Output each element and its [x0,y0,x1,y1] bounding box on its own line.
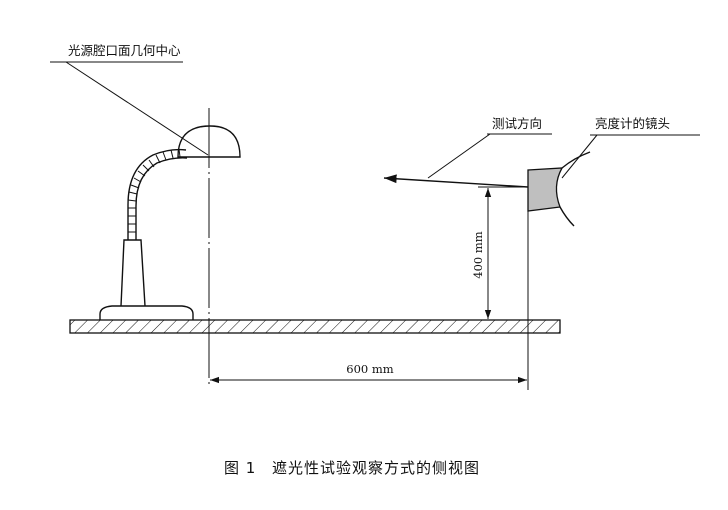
figure-title: 遮光性试验观察方式的侧视图 [272,459,480,477]
luminance-meter-lens-label: 亮度计的镜头 [595,116,670,131]
test-direction-label: 测试方向 [492,116,542,131]
test-direction-arrow [383,174,529,188]
meter-label-leader [561,134,700,179]
figure-number: 图 1 [224,459,256,477]
lamp-label-leader [50,61,209,156]
desk-lamp [99,125,241,320]
direction-label-leader [427,133,552,179]
ground-surface [69,319,561,334]
height-dimension-label: 400 mm [471,231,485,279]
height-dimension [478,186,528,319]
distance-dimension-label: 600 mm [346,362,394,376]
lamp-source-center-label: 光源腔口面几何中心 [68,43,181,58]
luminance-meter [527,151,591,227]
